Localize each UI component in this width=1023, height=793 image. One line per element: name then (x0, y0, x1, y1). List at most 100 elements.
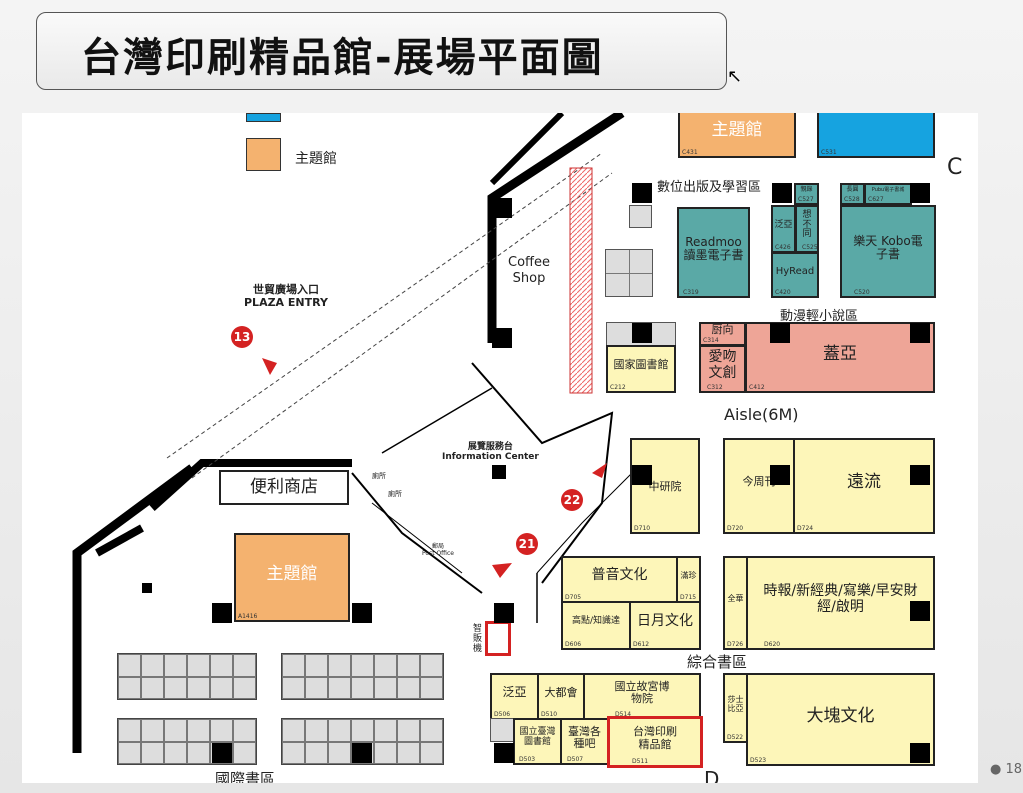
pillar (772, 183, 792, 203)
booth-code: C312 (707, 384, 723, 391)
booth-code: D620 (764, 641, 781, 648)
booth-c312[interactable]: 愛吻文創 C312 (699, 345, 746, 393)
pillar (770, 465, 790, 485)
international-booths-4 (281, 718, 444, 765)
pillar (632, 323, 652, 343)
booth-c531[interactable]: C531 (817, 113, 935, 158)
booth-code: D514 (615, 711, 632, 718)
booth-name: 泛亞 (774, 219, 793, 230)
pillar (770, 323, 790, 343)
booth-d514[interactable]: 國立故宮博物院 D514 (583, 673, 701, 720)
post-en: Post Office (422, 550, 454, 557)
booth-name: 國立故宮博物院 (614, 679, 670, 705)
booth-code: D511 (632, 758, 649, 765)
international-booths-2 (281, 653, 444, 700)
empty-booth-grid (605, 249, 653, 297)
booth-d511[interactable]: 台灣印刷精品館 D511 (607, 716, 703, 768)
booth-name: 泛亞 (502, 685, 527, 700)
bullet-icon: ● (990, 762, 1002, 777)
booth-name: 愛吻文創 (708, 349, 737, 381)
booth-name: 大都會 (544, 685, 578, 699)
booth-code: C212 (610, 384, 626, 391)
booth-name: 想不同 (802, 209, 812, 240)
booth-name: 遠流 (847, 472, 881, 493)
booth-code: C525 (802, 243, 818, 251)
area-digital-label: 數位出版及學習區 (657, 180, 762, 195)
pillar (352, 603, 372, 623)
booth-name: 時報/新經典/寫樂/早安財經/啟明 (763, 583, 918, 615)
booth-d510[interactable]: 大都會 D510 (537, 673, 585, 720)
empty-booth (490, 718, 515, 742)
area-c-letter: C (947, 155, 963, 180)
booth-d620[interactable]: 時報/新經典/寫樂/早安財經/啟明 D620 (746, 556, 935, 650)
cursor-icon: ↖ (727, 66, 743, 87)
booth-name: 大塊文化 (806, 705, 875, 726)
booth-c426[interactable]: 泛亞 C426 (771, 205, 796, 253)
booth-name: 全華 (727, 594, 744, 604)
page-number-text: 18 (1005, 762, 1023, 777)
booth-code: C314 (703, 337, 719, 344)
pillar (910, 743, 930, 763)
info-zh: 展覽服務台 (467, 442, 513, 452)
entrance-22-badge: 22 (561, 489, 583, 511)
booth-name: 台灣印刷精品館 (633, 725, 677, 751)
booth-code: C520 (854, 289, 870, 296)
booth-name: 莎士比亞 (727, 694, 744, 713)
legend-swatch-theme (246, 138, 281, 171)
entrance-13-badge: 13 (231, 326, 253, 348)
pillar (910, 323, 930, 343)
area-general-label: 綜合書區 (687, 653, 748, 671)
toilet-label-2: 廁所 (388, 490, 402, 498)
booth-name: 樂天 Kobo電子書 (853, 233, 923, 261)
pillar (212, 603, 232, 623)
pillar (494, 603, 514, 623)
booth-name: 主題館 (266, 563, 318, 584)
booth-name: 蓋亞 (823, 343, 857, 364)
aisle-label: Aisle(6M) (724, 405, 799, 424)
booth-c525[interactable]: 想不同 C525 (795, 205, 819, 253)
booth-c520[interactable]: 樂天 Kobo電子書 C520 (840, 205, 936, 298)
booth-code: C531 (821, 149, 837, 156)
booth-code: C426 (775, 243, 791, 251)
vending-label: 智販機 (473, 624, 483, 654)
booth-code: C420 (775, 289, 791, 296)
booth-code: D510 (541, 711, 558, 718)
plaza-entry-en: PLAZA ENTRY (244, 296, 328, 310)
booth-name: 親錄 (800, 186, 813, 194)
booth-name: HyRead (775, 266, 815, 277)
page-number: ● 18 (990, 762, 1022, 777)
booth-code: D506 (494, 711, 511, 718)
legend-label-theme: 主題館 (295, 151, 337, 167)
pillar (352, 743, 372, 763)
international-booths-3 (117, 718, 257, 765)
area-d-letter: D (704, 767, 720, 783)
floor-plan: 主題館 C D 數位出版及學習區 動漫輕小說區 Aisle(6M) 綜合書區 國… (22, 113, 978, 783)
booth-d506[interactable]: 泛亞 D506 (490, 673, 539, 720)
booth-code: D612 (633, 640, 650, 648)
plaza-entry-zh: 世貿廣場入口 (252, 283, 319, 296)
booth-name: Readmoo 讀墨電子書 (683, 234, 744, 262)
